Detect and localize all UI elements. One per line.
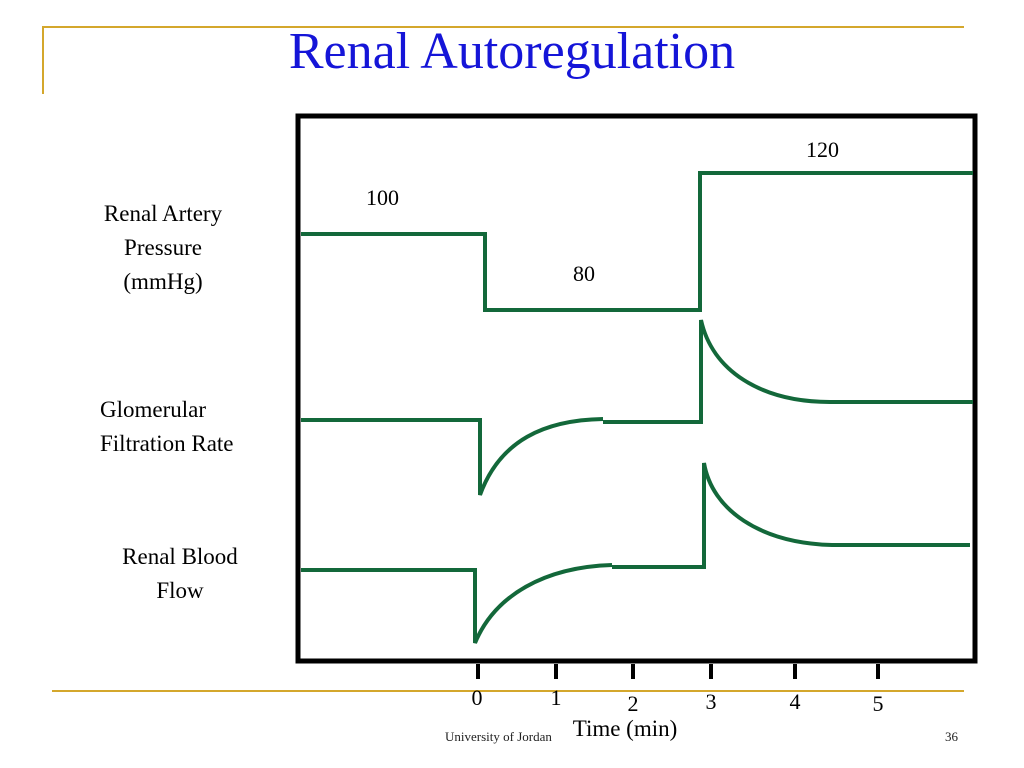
tick-label-2: 2 [628, 691, 639, 716]
pressure-row-label: Renal Artery Pressure (mmHg) [103, 201, 223, 294]
rbf-trace-segment-1 [301, 563, 613, 644]
tick-label-5: 5 [873, 691, 884, 716]
left-rule [42, 26, 44, 94]
bottom-rule [52, 690, 964, 692]
rbf-trace-segment-2 [612, 462, 970, 569]
gfr-trace-segment-1 [301, 417, 604, 496]
pressure-value-120: 120 [806, 137, 839, 162]
x-axis-label: Time (min) [573, 716, 678, 741]
top-rule [42, 26, 964, 28]
pressure-value-80: 80 [573, 261, 595, 286]
footer-institution: University of Jordan [445, 729, 552, 744]
pressure-trace [301, 171, 973, 312]
tick-label-1: 1 [551, 685, 562, 710]
tick-label-4: 4 [790, 689, 801, 714]
gfr-trace-segment-2 [603, 319, 973, 424]
pressure-value-100: 100 [366, 185, 399, 210]
gfr-row-label: Glomerular Filtration Rate [100, 397, 234, 456]
page-number: 36 [945, 729, 958, 744]
tick-label-3: 3 [706, 689, 717, 714]
slide-title: Renal Autoregulation [288, 23, 736, 80]
rbf-row-label: Renal Blood Flow [122, 544, 238, 603]
tick-label-0: 0 [472, 685, 483, 710]
plot-frame [295, 113, 978, 664]
